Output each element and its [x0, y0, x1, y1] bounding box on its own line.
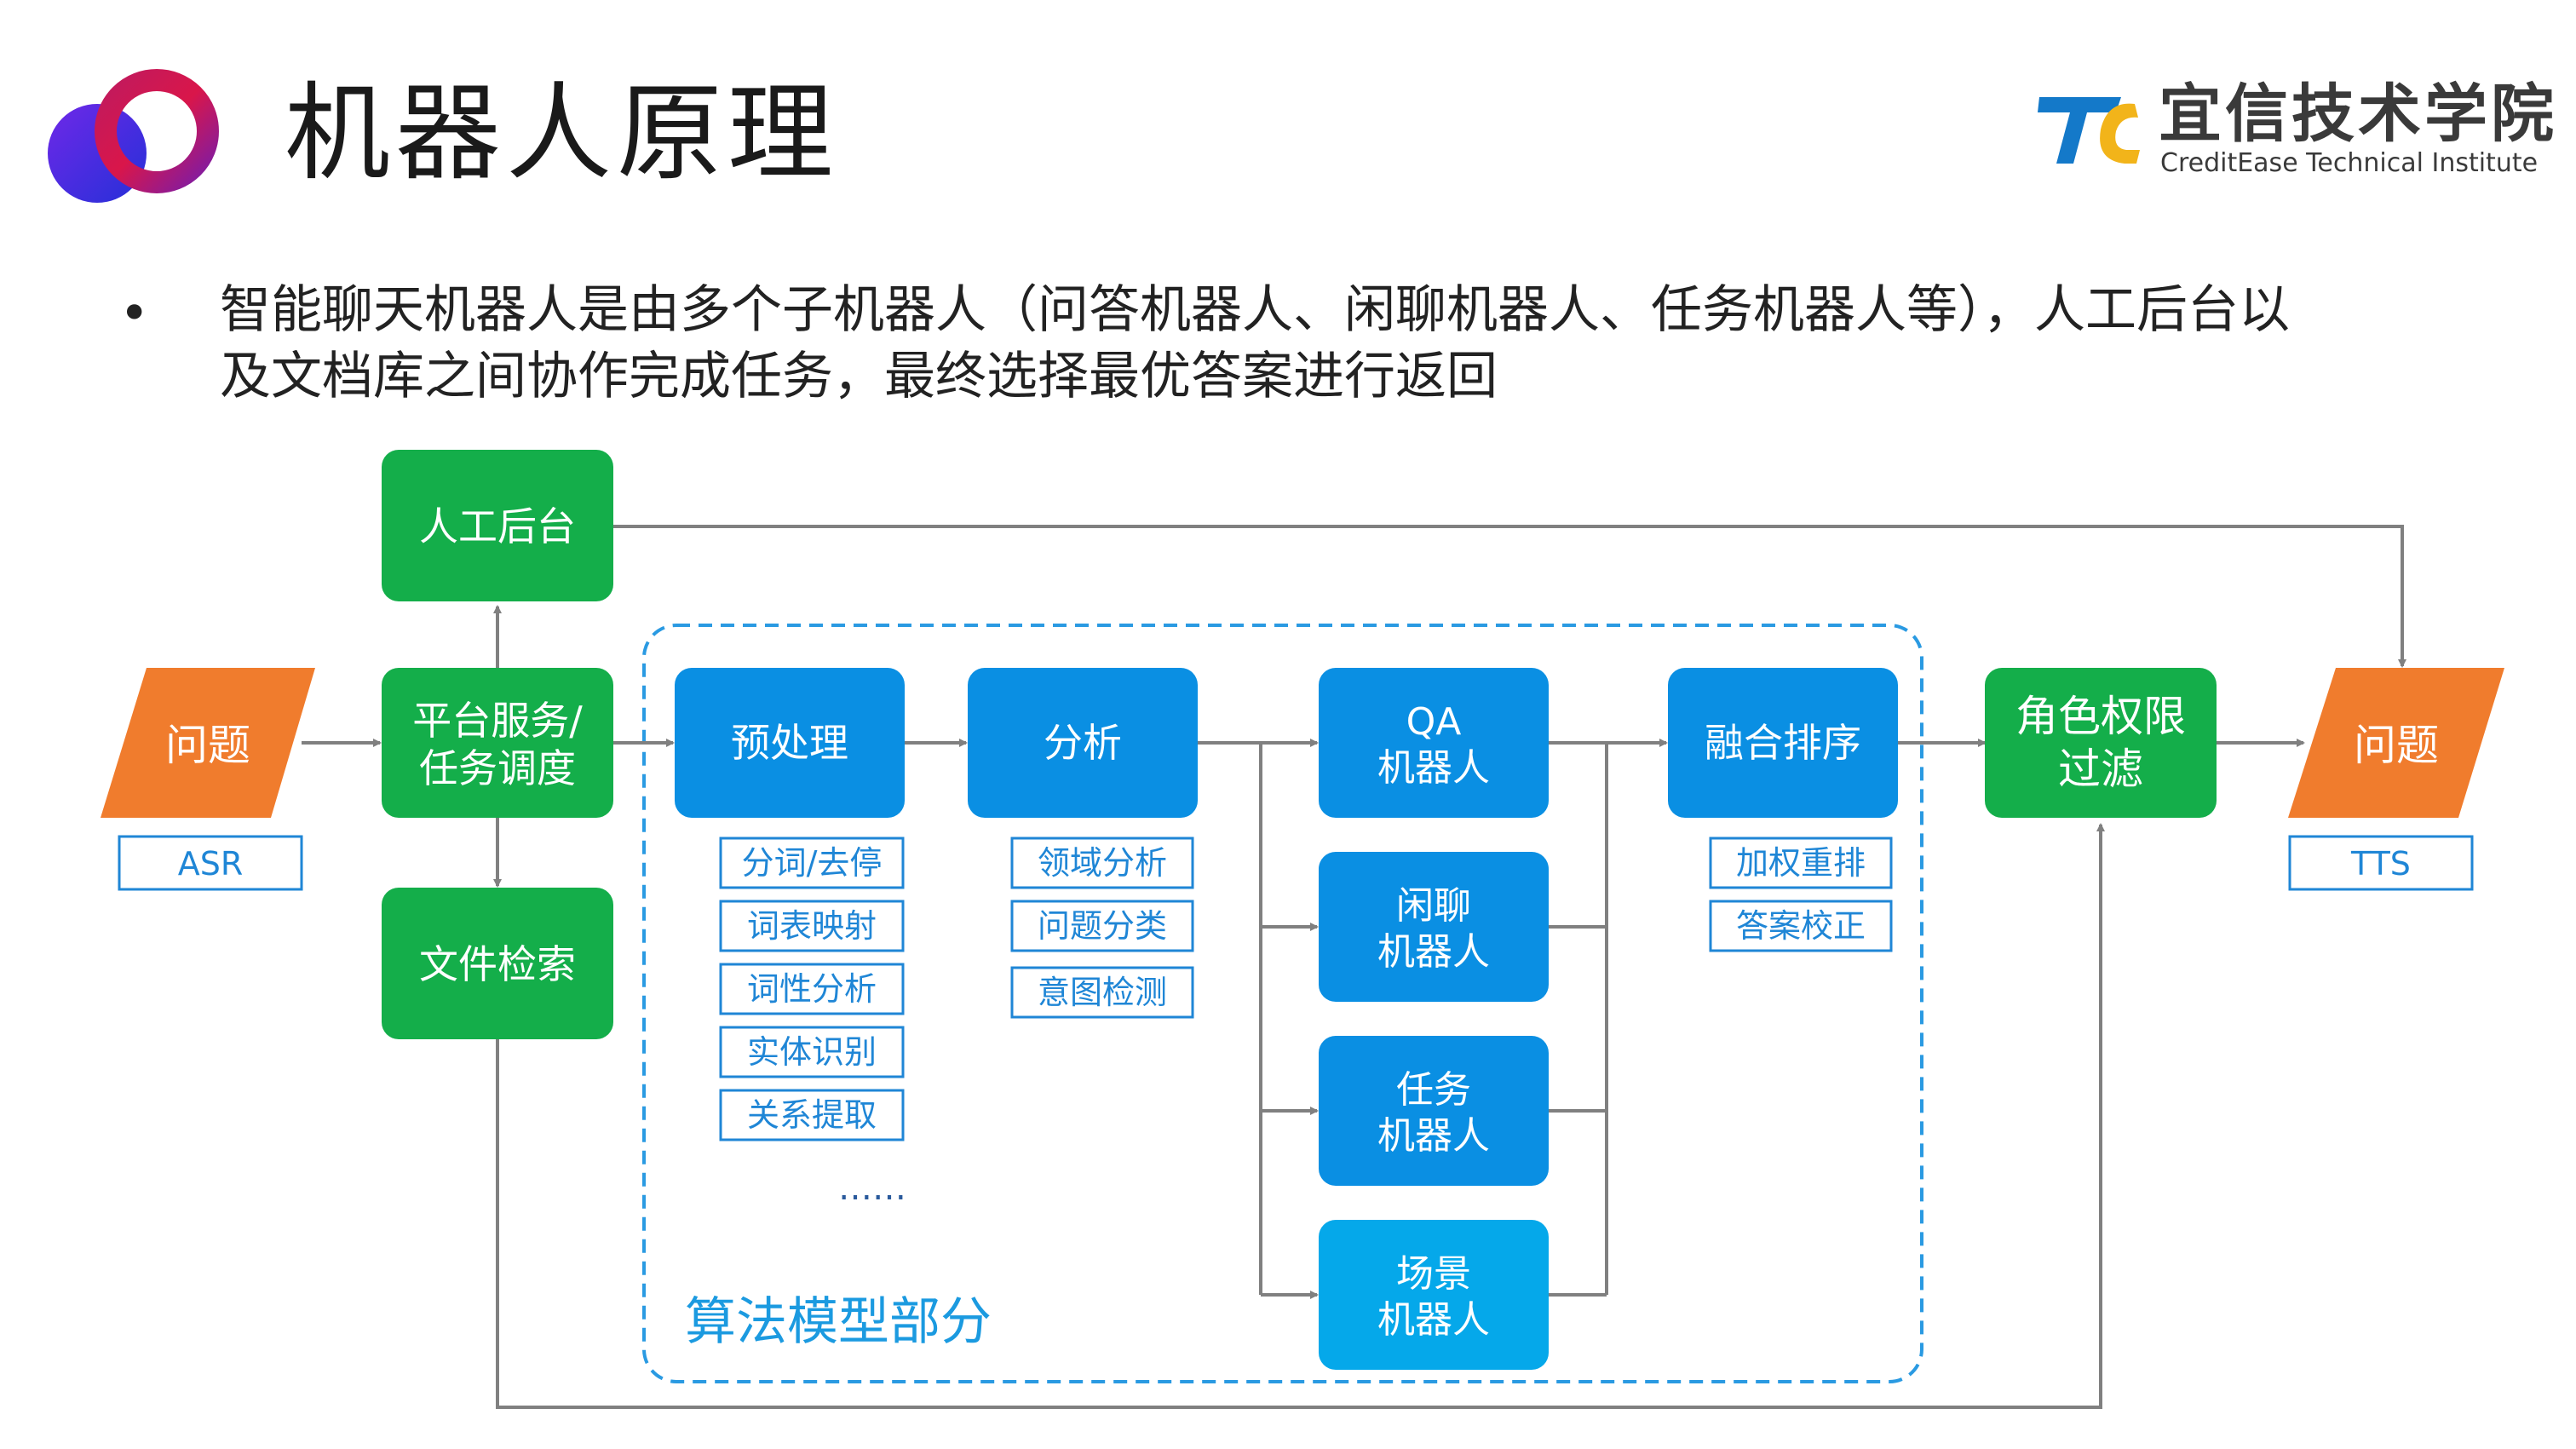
tag-box	[1010, 900, 1194, 952]
tag-box	[719, 963, 905, 1015]
tts-tag-box	[2288, 835, 2474, 891]
algorithm-region-label: 算法模型部分	[685, 1292, 992, 1352]
input-question-shape	[101, 668, 315, 818]
line-manual-to-output	[613, 525, 2406, 668]
tag-box	[1010, 966, 1194, 1019]
tag-label: 加权重排	[1736, 844, 1866, 882]
line-docsearch-to-role	[496, 823, 2105, 1409]
tag-label: 意图检测	[1038, 974, 1167, 1011]
tag-box	[719, 1026, 905, 1078]
page-title: 机器人原理	[285, 72, 839, 195]
tts-tag: TTS	[2350, 845, 2411, 883]
manual-backend-label: 人工后台	[419, 503, 576, 549]
role-filter-label-line-1: 角色权限	[2015, 692, 2186, 741]
platform-box	[382, 668, 613, 818]
asr-tag: ASR	[178, 845, 244, 883]
doc-search-label: 文件检索	[419, 941, 576, 987]
fusion-tags: 加权重排 答案校正	[1709, 837, 1893, 952]
tag-box	[719, 837, 905, 889]
connectors	[302, 525, 2406, 1409]
tag-label: 答案校正	[1736, 907, 1866, 945]
tag-label: 实体识别	[747, 1033, 877, 1071]
manual-backend-box	[382, 450, 613, 601]
input-question-label: 问题	[165, 721, 250, 770]
analysis-label: 分析	[1044, 720, 1122, 766]
scene-robot-label-line-2: 机器人	[1377, 1298, 1490, 1342]
tag-box	[719, 900, 905, 952]
ellipsis: ……	[838, 1169, 906, 1208]
tag-box	[1709, 837, 1893, 889]
task-robot-box	[1319, 1036, 1549, 1186]
tag-box	[1709, 900, 1893, 952]
role-filter-box	[1985, 668, 2217, 818]
fusion-box	[1668, 668, 1898, 818]
chat-robot-label-line-1: 闲聊	[1396, 884, 1471, 928]
tag-box	[1010, 837, 1194, 889]
preprocess-box	[675, 668, 905, 818]
scene-robot-box	[1319, 1220, 1549, 1370]
output-question-shape	[2288, 668, 2504, 818]
tag-label: 词性分析	[747, 970, 877, 1008]
fusion-label: 融合排序	[1705, 720, 1861, 766]
bullet-marker: •	[119, 284, 150, 343]
task-robot-label-line-2: 机器人	[1377, 1114, 1490, 1158]
tag-box	[719, 1089, 905, 1141]
platform-label-line-2: 任务调度	[419, 745, 576, 791]
tag-label: 关系提取	[747, 1096, 877, 1134]
doc-search-box	[382, 888, 613, 1039]
brand-name: 宜信技术学院	[2159, 78, 2557, 151]
logo-rings-icon	[48, 69, 219, 203]
bullet-text-line-1: 智能聊天机器人是由多个子机器人（问答机器人、闲聊机器人、任务机器人等），人工后台…	[220, 280, 2290, 340]
analysis-box	[968, 668, 1198, 818]
asr-tag-box	[118, 835, 303, 891]
task-robot-label-line-1: 任务	[1396, 1068, 1471, 1112]
tag-label: 领域分析	[1038, 844, 1167, 882]
analysis-tags: 领域分析 问题分类 意图检测	[1010, 837, 1194, 1019]
preprocess-label: 预处理	[731, 720, 848, 766]
scene-robot-label-line-1: 场景	[1396, 1252, 1471, 1296]
algorithm-region	[642, 624, 1923, 1383]
output-question-label: 问题	[2354, 721, 2439, 770]
bullet-text-line-2: 及文档库之间协作完成任务，最终选择最优答案进行返回	[220, 347, 1498, 406]
qa-robot-box	[1319, 668, 1549, 818]
brand-logo-icon	[2038, 97, 2140, 164]
platform-label-line-1: 平台服务/	[412, 698, 583, 744]
role-filter-label-line-2: 过滤	[2058, 745, 2143, 794]
chat-robot-label-line-2: 机器人	[1377, 930, 1490, 974]
qa-robot-label-line-1: QA	[1406, 700, 1462, 744]
preprocess-tags: 分词/去停 词表映射 词性分析 实体识别 关系提取 ……	[719, 837, 906, 1208]
chat-robot-box	[1319, 852, 1549, 1002]
brand-subtitle: CreditEase Technical Institute	[2160, 148, 2539, 178]
tag-label: 问题分类	[1038, 907, 1167, 945]
qa-robot-label-line-2: 机器人	[1377, 746, 1490, 790]
tag-label: 分词/去停	[742, 844, 883, 882]
tag-label: 词表映射	[747, 907, 877, 945]
